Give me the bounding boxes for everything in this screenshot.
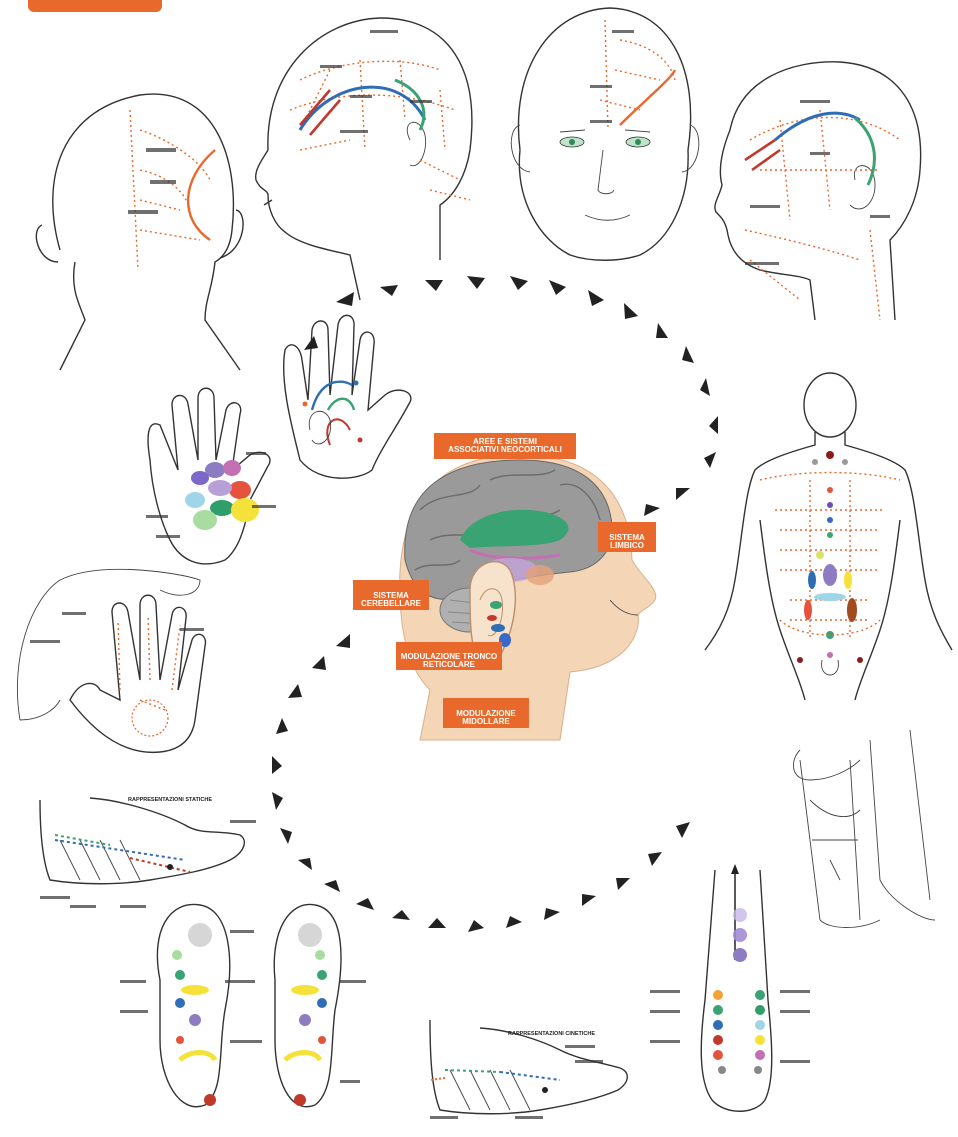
hand-dorsal-illustration (17, 569, 205, 752)
ring-arrow (549, 280, 566, 295)
ring-arrow (510, 276, 528, 290)
head-profile-left-illustration (256, 18, 472, 300)
ring-arrow (298, 858, 312, 870)
ring-arrow (648, 852, 662, 866)
ring-arrow (336, 292, 354, 306)
ring-arrow (276, 718, 288, 734)
ring-arrow (676, 822, 690, 838)
ring-arrow (704, 452, 716, 468)
ring-arrow (544, 908, 560, 920)
ring-arrow (425, 280, 443, 291)
ring-arrow (280, 828, 292, 844)
central-brain-illustration (400, 455, 656, 740)
ring-arrow (288, 684, 302, 698)
foot-static-illustration: RAPPRESENTAZIONI STATICHE (40, 797, 256, 908)
ring-arrow (616, 878, 630, 890)
ring-arrow (700, 378, 710, 396)
ring-arrow (380, 285, 398, 296)
ring-arrow (624, 303, 638, 319)
ring-arrow (682, 346, 694, 363)
ring-arrow (392, 910, 410, 920)
ring-arrow (588, 290, 604, 306)
ring-arrow (428, 918, 446, 928)
corner-tab (28, 0, 162, 12)
head-profile-right-illustration (715, 62, 921, 320)
ring-arrow (644, 504, 660, 516)
ring-arrow (467, 276, 485, 289)
foot-soles-illustration (120, 904, 366, 1106)
hand-palm-reflex-illustration (146, 388, 276, 564)
foot-kinetic-title: RAPPRESENTAZIONI CINETICHE (508, 1031, 595, 1037)
head-back-illustration (36, 94, 243, 370)
ring-arrow (468, 920, 484, 932)
ring-arrow (356, 898, 374, 910)
foot-static-title: RAPPRESENTAZIONI STATICHE (128, 797, 212, 803)
ring-arrow (324, 880, 340, 892)
foot-kinetic-illustration: RAPPRESENTAZIONI CINETICHE (430, 1020, 627, 1119)
ring-arrow (656, 323, 668, 338)
ring-arrow (272, 792, 283, 810)
hand-palm-upper-illustration (284, 315, 411, 478)
ring-arrow (676, 488, 690, 500)
ring-arrow (272, 756, 282, 774)
foot-dorsum-illustration (650, 864, 810, 1111)
ring-arrow (709, 416, 718, 434)
ring-arrow (336, 634, 350, 648)
ring-arrow (582, 894, 596, 906)
leg-sketch-illustration (793, 730, 935, 928)
head-front-illustration (511, 8, 699, 260)
ring-arrow (312, 656, 326, 670)
body-front-illustration (705, 373, 952, 700)
ring-arrow (506, 916, 522, 928)
